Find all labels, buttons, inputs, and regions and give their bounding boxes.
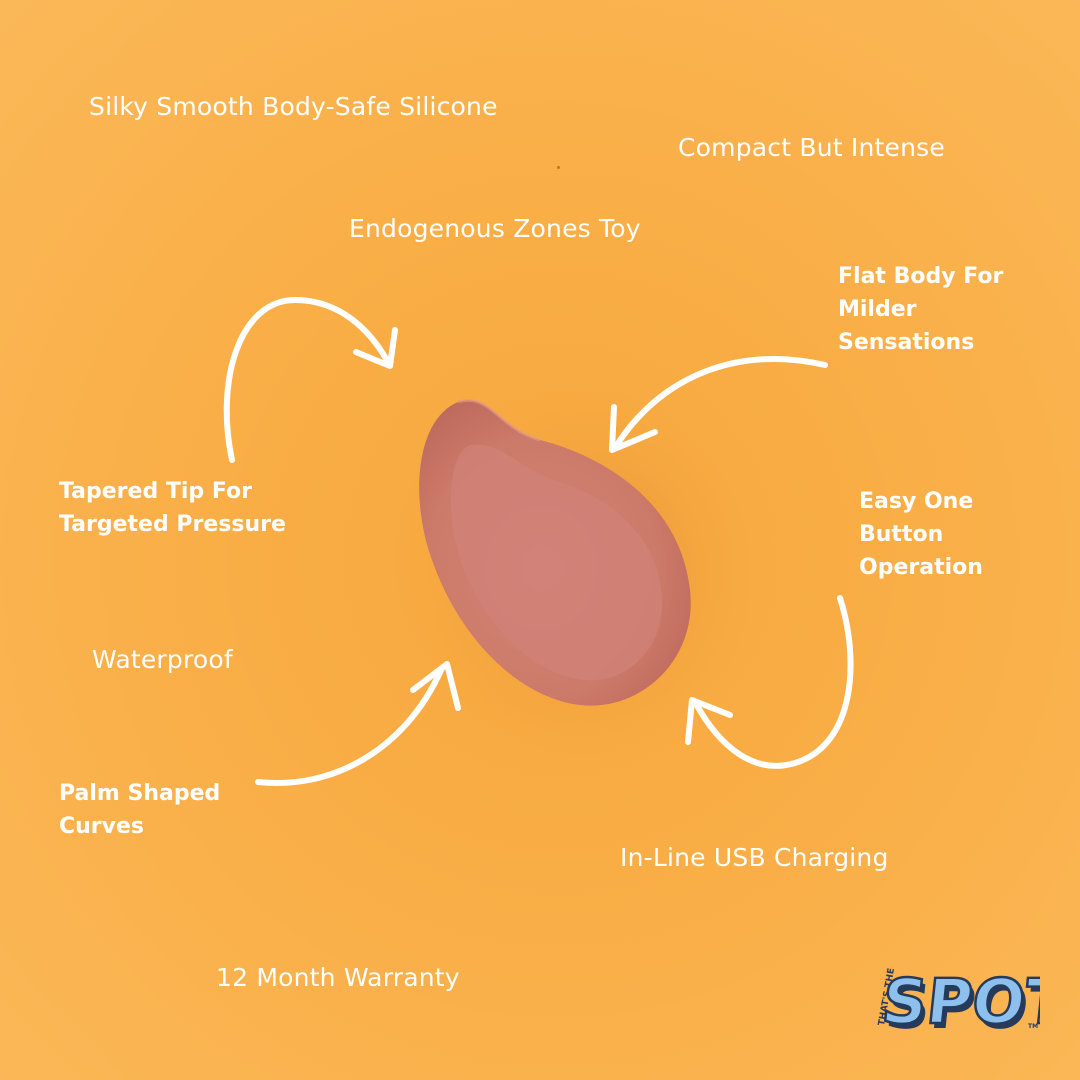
feature-waterproof: Waterproof: [92, 645, 233, 674]
logo-brand-text: SPOT: [879, 965, 1040, 1038]
feature-tapered-tip-line: Targeted Pressure: [59, 512, 286, 537]
feature-compact: Compact But Intense: [678, 133, 945, 162]
feature-flat-body-line: Milder: [838, 297, 917, 322]
feature-tapered-tip-line: Tapered Tip For: [59, 479, 252, 504]
feature-flat-body-line: Sensations: [838, 330, 975, 355]
feature-one-button: Easy One Button Operation: [859, 485, 1059, 584]
feature-tapered-tip: Tapered Tip For Targeted Pressure: [59, 475, 379, 541]
background-speck: [557, 166, 560, 169]
logo-trademark: TM: [1028, 1023, 1038, 1030]
feature-one-button-line: Easy One: [859, 489, 974, 514]
product-toy: [419, 398, 691, 706]
feature-flat-body-line: Flat Body For: [838, 264, 1004, 289]
feature-silicone: Silky Smooth Body-Safe Silicone: [89, 92, 498, 121]
feature-one-button-line: Button: [859, 522, 944, 547]
feature-palm-shaped-line: Curves: [59, 814, 145, 839]
feature-flat-body: Flat Body For Milder Sensations: [838, 260, 1068, 359]
feature-usb-charging: In-Line USB Charging: [620, 843, 889, 872]
logo-brand-shadow: SPOT: [882, 970, 1040, 1043]
curved-arrow-icon: [685, 595, 854, 769]
feature-endogenous: Endogenous Zones Toy: [349, 214, 641, 243]
feature-one-button-line: Operation: [859, 555, 983, 580]
curved-arrow-icon: [223, 297, 398, 463]
feature-palm-shaped: Palm Shaped Curves: [59, 777, 319, 843]
brand-logo: THAT'S THE SPOT SPOT TM: [877, 964, 1040, 1043]
curved-arrow-icon: [255, 661, 461, 786]
curved-arrow-icon: [609, 356, 828, 453]
feature-warranty: 12 Month Warranty: [216, 963, 460, 992]
feature-palm-shaped-line: Palm Shaped: [59, 781, 221, 806]
